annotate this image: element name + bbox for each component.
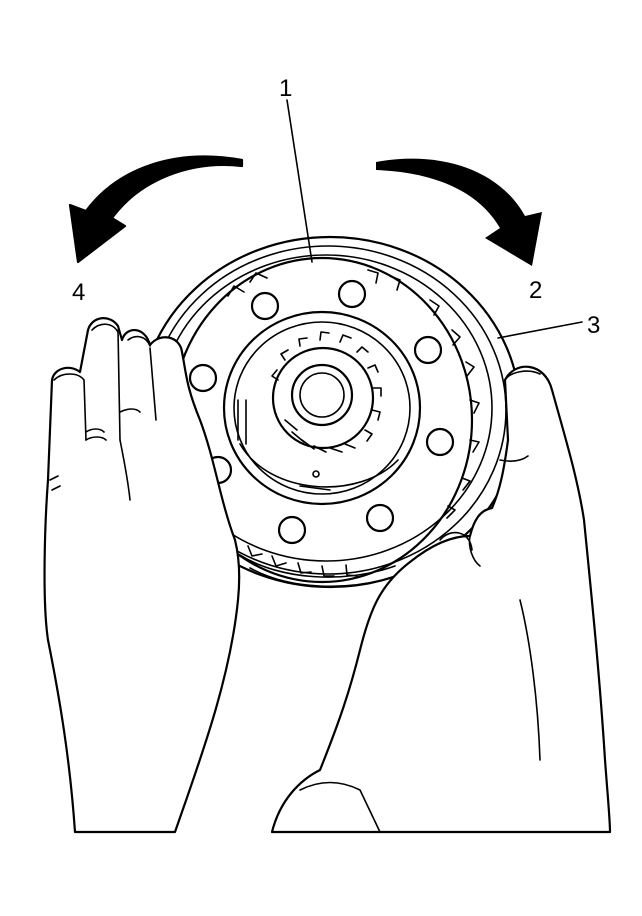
rotation-arrow-left (68, 155, 244, 264)
central-hub (222, 310, 422, 506)
bolt-hole (188, 363, 218, 393)
callout-leaders (286, 99, 583, 339)
bolt-hole (413, 335, 443, 365)
callout-1: 1 (279, 75, 292, 102)
right-hand (270, 365, 612, 834)
callout-2: 2 (529, 277, 542, 304)
bolt-hole (277, 515, 307, 545)
rotation-arrow-right (376, 158, 542, 266)
bolt-hole (250, 291, 280, 321)
callout-4: 4 (72, 279, 85, 306)
bolt-hole (365, 503, 395, 533)
bolt-hole (337, 279, 367, 309)
sun-gear (271, 331, 382, 453)
left-hand (43, 317, 241, 834)
leader-3 (497, 321, 583, 339)
bolt-holes (188, 279, 455, 545)
leader-1 (286, 99, 313, 263)
bolt-hole (425, 427, 455, 457)
callout-3: 3 (587, 312, 600, 339)
